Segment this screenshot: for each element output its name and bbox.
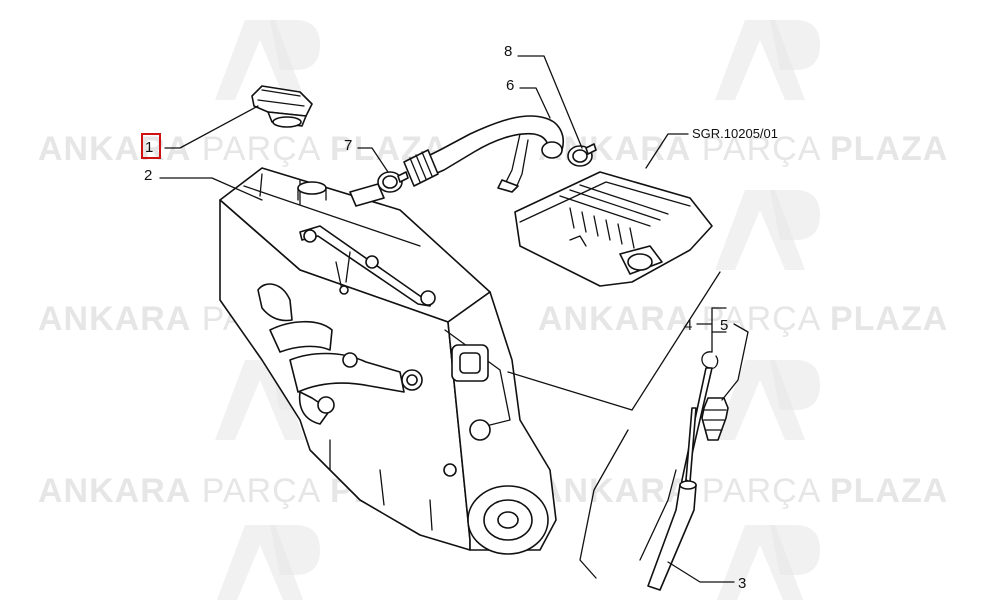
hose-clamp-7[interactable] [377, 171, 409, 193]
watermark-logos [215, 20, 820, 600]
callout-labels: 1 2 3 4 5 6 7 8 SGR.10205/01 [141, 43, 778, 592]
watermark-logo [215, 20, 320, 100]
callout-label-1[interactable]: 1 [145, 139, 153, 156]
engine-block[interactable] [219, 167, 557, 555]
callout-label-4[interactable]: 4 [684, 317, 692, 334]
watermark-row: ANKARA PARÇA PLAZA [38, 130, 448, 168]
watermark-logo [715, 20, 820, 100]
oil-filler-cap[interactable] [251, 85, 313, 128]
callout-highlight [141, 133, 161, 159]
breather-hose[interactable] [403, 115, 564, 193]
hose-clamp-8[interactable] [567, 143, 597, 167]
callout-label-6[interactable]: 6 [506, 77, 514, 94]
callout-label-8[interactable]: 8 [504, 43, 512, 60]
intake-cover-assembly[interactable] [514, 171, 713, 287]
watermark-logo [716, 525, 820, 600]
watermark-row: ANKARA PARÇA PLAZA [538, 300, 948, 338]
callout-label-3[interactable]: 3 [738, 575, 746, 592]
dipstick-tube[interactable] [639, 469, 697, 591]
callout-label-2[interactable]: 2 [144, 167, 152, 184]
watermark-logo [216, 525, 320, 600]
callout-label-7[interactable]: 7 [344, 137, 352, 154]
callout-label-5[interactable]: 5 [720, 317, 728, 334]
leader-lines [159, 55, 749, 583]
reference-code: SGR.10205/01 [692, 126, 778, 141]
watermark-logo [715, 360, 820, 440]
watermark-logo [715, 190, 820, 270]
dipstick-seal[interactable] [701, 397, 729, 441]
watermark-row: ANKARA PARÇA PLAZA [538, 472, 948, 510]
